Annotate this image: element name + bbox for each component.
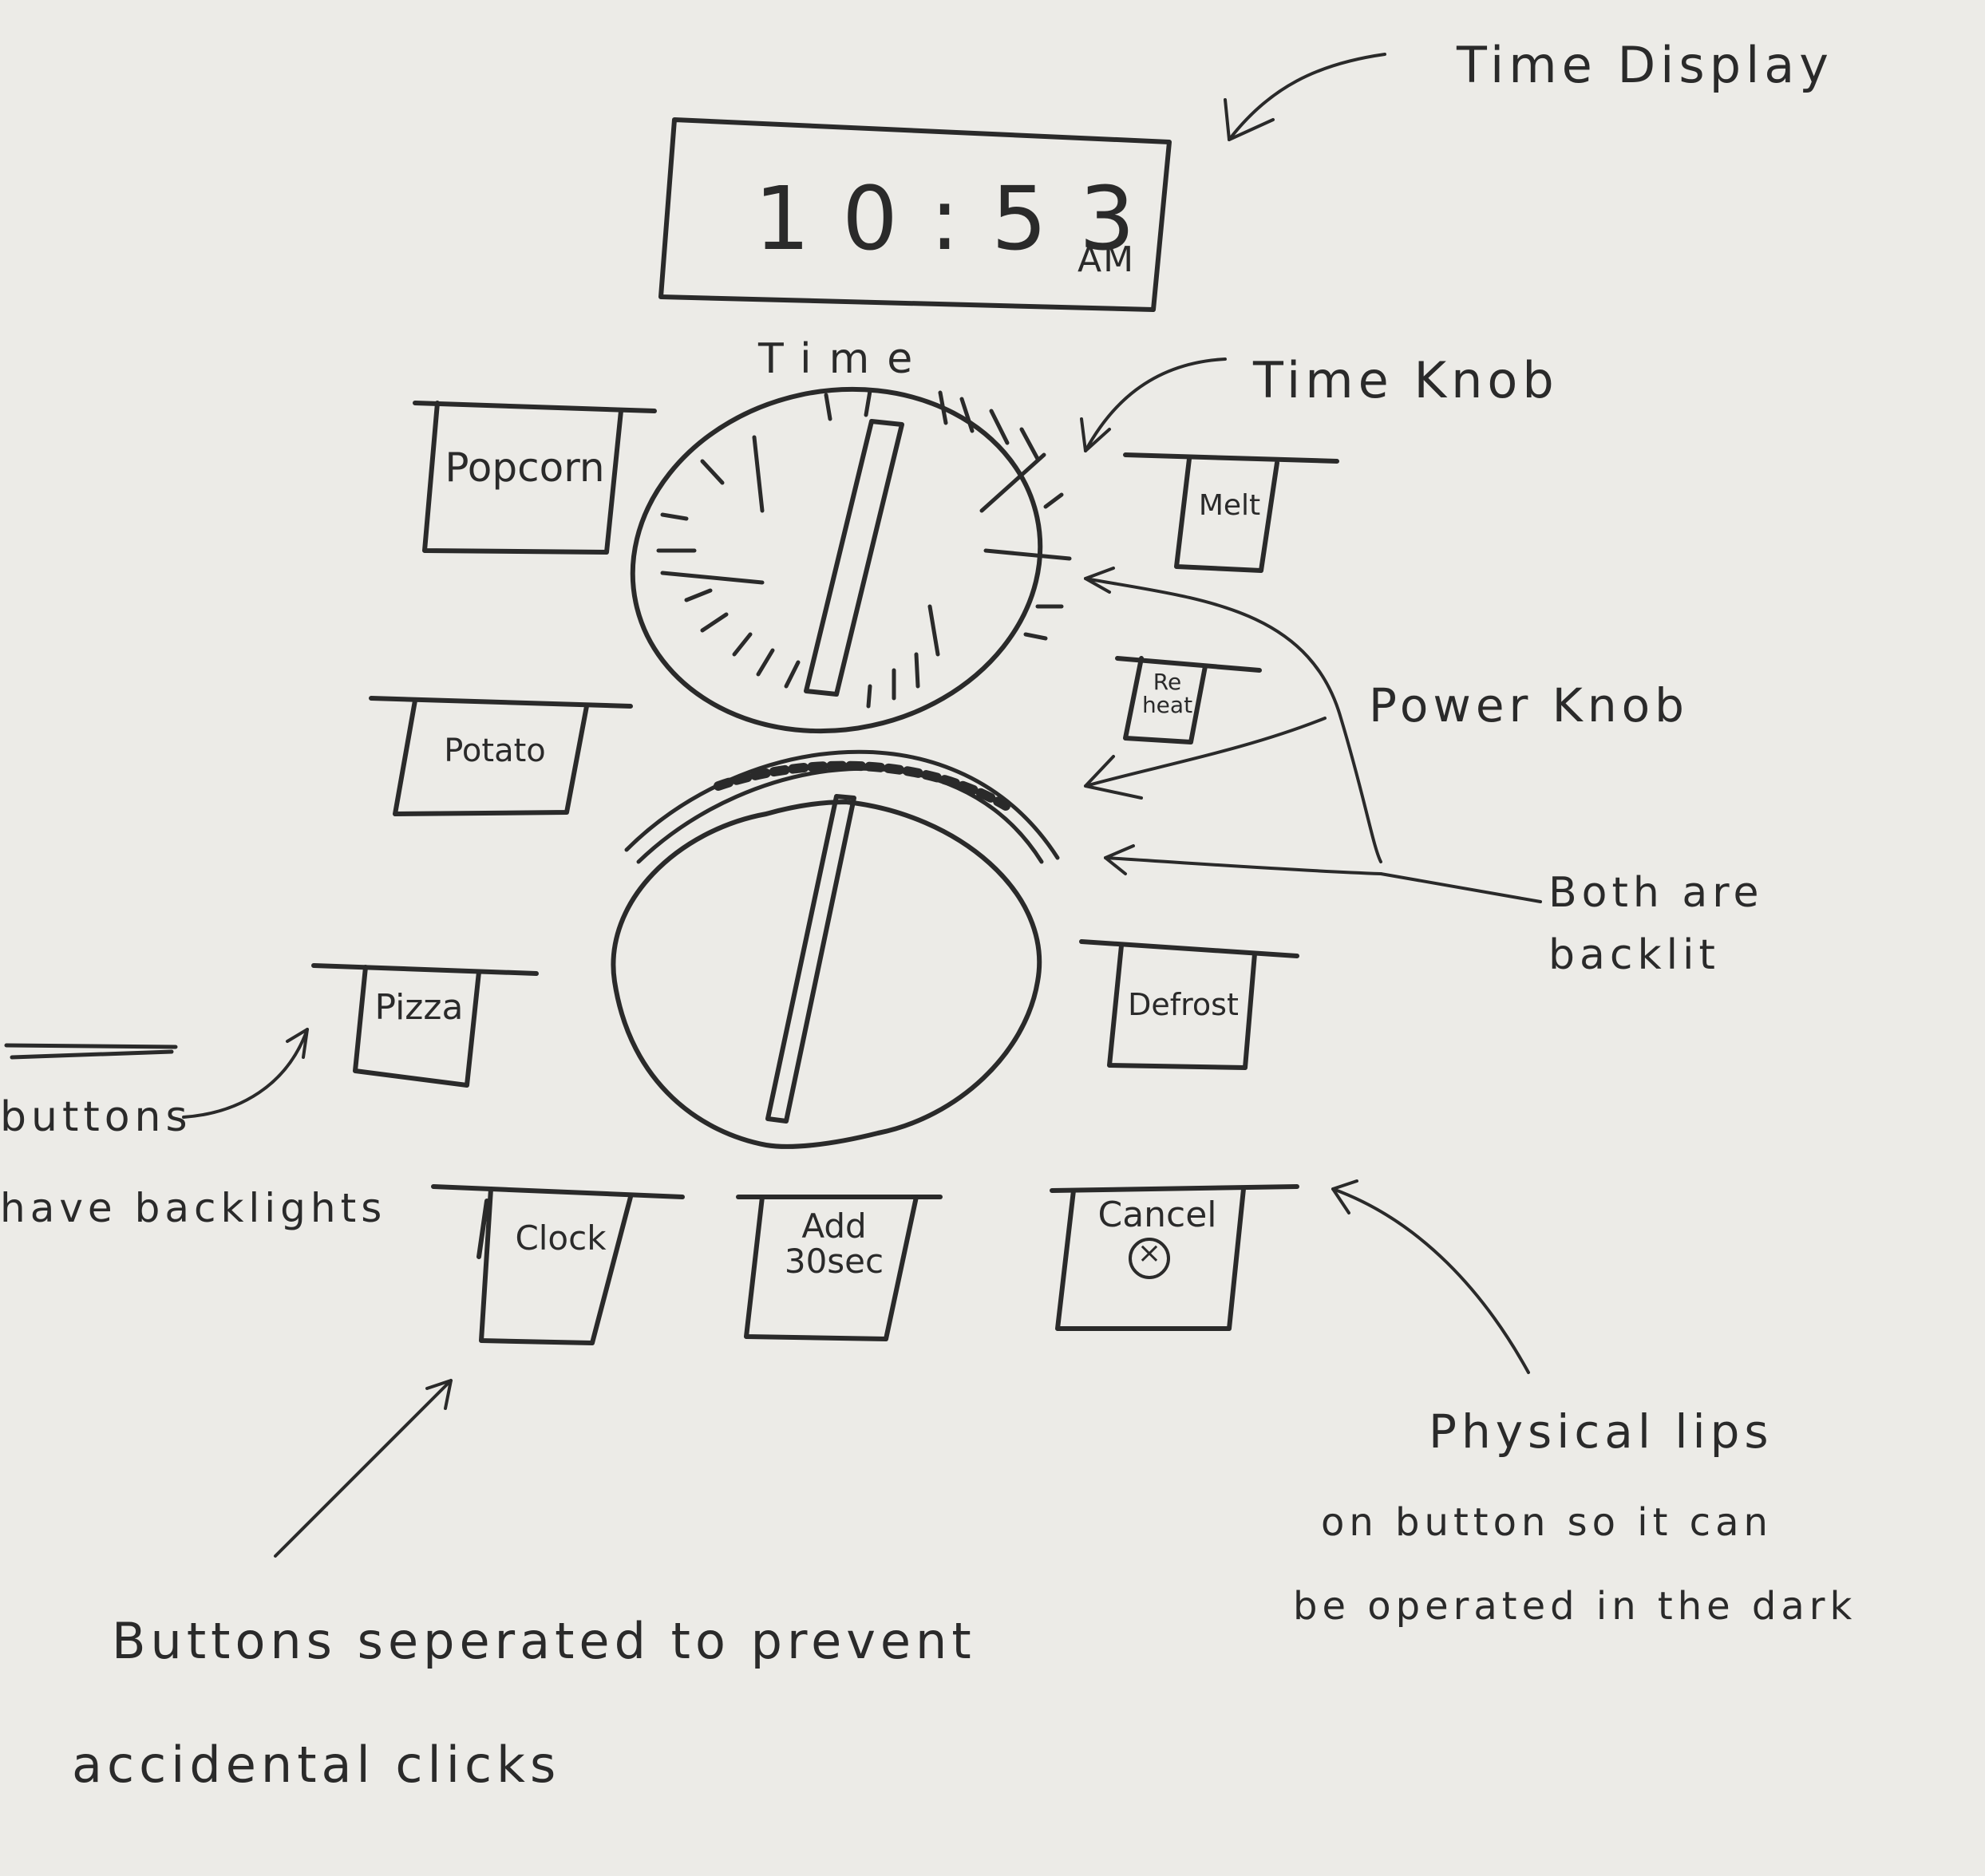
annotation-separated-2: accidental clicks [72,1736,561,1794]
annotation-buttons-backlights-2: have backlights [0,1185,387,1231]
potato-button-shape [369,696,633,816]
annotation-arrows [4,53,1542,1558]
pizza-button-shape [311,963,539,1088]
annotation-both-backlit: Both are backlit [1548,869,1764,979]
melt-button-shape [1123,452,1339,573]
reheat-button-shape [1115,656,1262,744]
power-knob-dial [611,800,1042,1149]
pizza-button[interactable]: Pizza [374,987,464,1028]
power-knob[interactable] [611,794,1042,1149]
time-knob[interactable] [601,352,1073,768]
reheat-button[interactable]: Re heat [1141,669,1193,719]
annotation-buttons-backlights-1: buttons [0,1093,192,1141]
display-time: 10:53 [754,168,1168,270]
annotation-time-display: Time Display [1457,36,1833,94]
display-ampm: AM [1078,239,1136,280]
annotation-time-knob: Time Knob [1253,351,1559,409]
potato-button[interactable]: Potato [444,733,546,769]
annotation-lips-1: Physical lips [1429,1404,1773,1459]
cancel-button[interactable]: Cancel [1097,1195,1217,1235]
cancel-x-icon: × [1137,1237,1162,1270]
time-display-frame [658,117,1172,312]
popcorn-button-shape [413,401,657,555]
time-knob-label: Time [758,335,931,383]
defrost-button[interactable]: Defrost [1128,987,1239,1022]
popcorn-button[interactable]: Popcorn [445,444,605,491]
annotation-power-knob: Power Knob [1369,678,1689,733]
add-30sec-button-shape [736,1195,943,1341]
time-knob-ticks [656,389,1072,709]
time-knob-pointer [804,419,904,697]
cancel-button-shape [1050,1184,1299,1331]
clock-button-shape [431,1184,685,1345]
annotation-separated-1: Buttons seperated to prevent [112,1612,976,1670]
add-30sec-button[interactable]: Add 30sec [784,1207,884,1282]
melt-button[interactable]: Melt [1198,489,1261,522]
power-knob-pointer [765,794,856,1124]
annotation-lips-2: on button so it can [1321,1500,1773,1545]
defrost-button-shape [1079,939,1299,1070]
clock-button[interactable]: Clock [515,1218,607,1258]
time-knob-dial [630,386,1043,734]
annotation-lips-3: be operated in the dark [1293,1584,1857,1629]
